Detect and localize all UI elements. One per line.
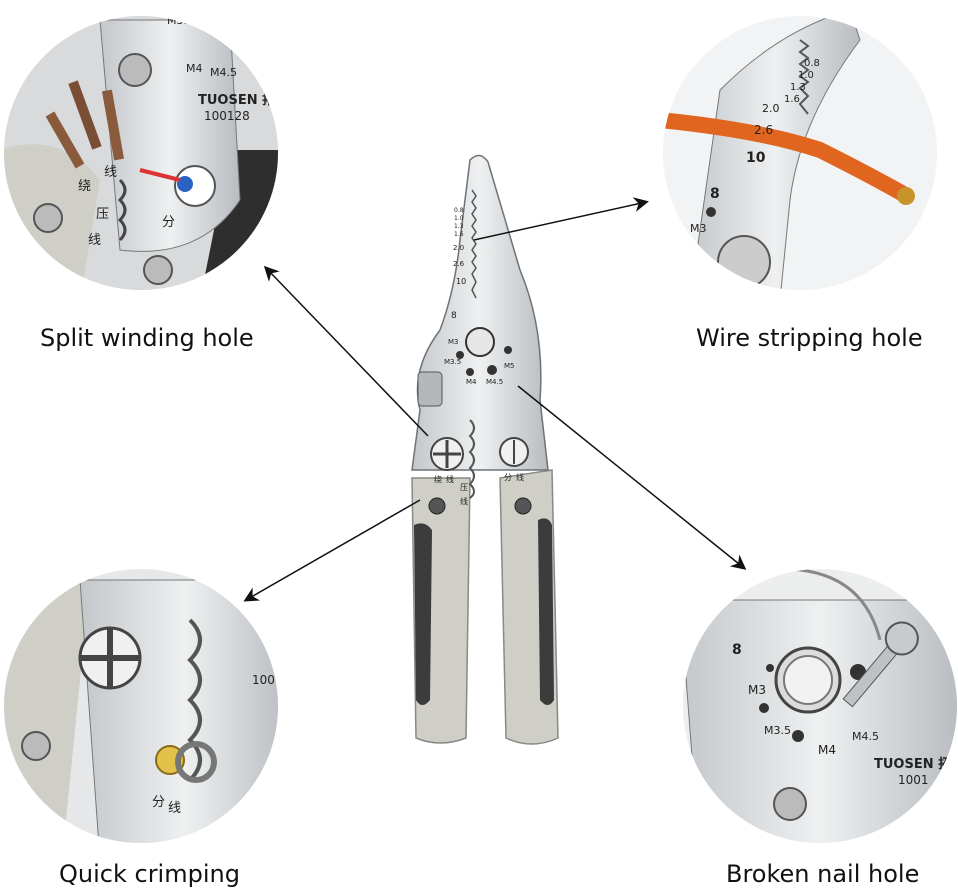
svg-text:M3: M3 (748, 683, 766, 697)
svg-text:压: 压 (460, 483, 468, 492)
handle-rivet-left (428, 497, 446, 515)
detail-split-winding: M3.5 M4 M4.5 TUOSEN 拓森 100128 绕 线 压 线 分 (4, 14, 289, 290)
svg-text:线: 线 (168, 801, 181, 816)
lock-slider (417, 371, 443, 407)
svg-text:1.6: 1.6 (784, 94, 800, 105)
svg-text:线: 线 (88, 233, 101, 248)
svg-text:M3: M3 (448, 338, 459, 346)
svg-text:8: 8 (732, 642, 742, 658)
svg-text:8: 8 (710, 186, 720, 202)
svg-text:M3.5: M3.5 (764, 724, 791, 737)
svg-text:2.0: 2.0 (762, 102, 780, 115)
svg-text:1.6: 1.6 (454, 231, 464, 238)
svg-text:M4.5: M4.5 (852, 730, 879, 743)
svg-text:线: 线 (104, 165, 117, 180)
svg-text:线: 线 (516, 472, 524, 482)
svg-text:1.0: 1.0 (454, 215, 464, 222)
svg-text:M3.5: M3.5 (444, 358, 461, 366)
stripping-teeth (471, 189, 477, 299)
svg-text:100: 100 (252, 673, 275, 687)
svg-text:8: 8 (451, 311, 457, 321)
svg-text:10: 10 (456, 277, 466, 286)
svg-text:M4: M4 (818, 743, 836, 757)
detail-broken-nail: 8 M3 M3.5 M4 M4.5 TUOSEN 拓 1001 (683, 569, 957, 843)
svg-text:M3: M3 (690, 222, 707, 235)
svg-text:绕: 绕 (78, 179, 91, 194)
svg-text:M4.5: M4.5 (486, 378, 503, 386)
svg-text:M4.5: M4.5 (210, 66, 237, 79)
arrow-wire-stripping (473, 197, 649, 241)
svg-text:线: 线 (460, 496, 468, 506)
svg-text:M3.5: M3.5 (167, 14, 194, 27)
svg-text:1.3: 1.3 (790, 82, 806, 93)
svg-text:2.6: 2.6 (453, 260, 465, 268)
svg-text:线: 线 (446, 474, 454, 484)
svg-text:0.8: 0.8 (804, 58, 820, 69)
arrow-split-winding (263, 265, 429, 437)
svg-text:10: 10 (746, 150, 766, 166)
crimp-jaws (468, 419, 475, 499)
svg-text:绕: 绕 (434, 474, 442, 484)
detail-quick-crimping: 分 线 100 (4, 569, 278, 843)
caption-split-winding: Split winding hole (40, 324, 254, 352)
svg-text:1001: 1001 (898, 773, 929, 787)
svg-text:TUOSEN 拓森: TUOSEN 拓森 (198, 92, 289, 108)
svg-text:分: 分 (152, 795, 165, 810)
svg-text:2.6: 2.6 (754, 123, 773, 137)
arrow-quick-crimping (243, 499, 421, 602)
pivot-bolt (465, 327, 495, 357)
caption-wire-stripping: Wire stripping hole (696, 324, 923, 352)
svg-text:1.3: 1.3 (454, 223, 464, 230)
pliers-head (411, 154, 549, 471)
arrow-broken-nail (517, 385, 747, 570)
svg-text:2.0: 2.0 (453, 244, 464, 252)
svg-text:M4: M4 (466, 378, 477, 386)
svg-text:分: 分 (162, 215, 175, 230)
svg-text:1.0: 1.0 (798, 70, 814, 81)
detail-wire-stripping: 0.8 1.0 1.3 1.6 2.0 2.6 10 8 M3 (663, 16, 937, 290)
svg-text:TUOSEN 拓: TUOSEN 拓 (874, 756, 951, 772)
right-handle-grip (538, 518, 554, 705)
left-handle-grip (414, 523, 432, 705)
svg-text:M5: M5 (504, 362, 515, 370)
handle-rivet-right (514, 497, 532, 515)
callout-arrows (243, 197, 747, 602)
svg-text:0.8: 0.8 (454, 207, 464, 214)
svg-text:分: 分 (504, 473, 512, 482)
wire-stripper-pliers: 0.8 1.0 1.3 1.6 2.0 2.6 10 8 M3 M3.5 M4 … (411, 154, 559, 745)
svg-text:100128: 100128 (204, 109, 250, 123)
caption-quick-crimping: Quick crimping (59, 860, 240, 888)
caption-broken-nail: Broken nail hole (726, 860, 920, 888)
svg-text:M4: M4 (186, 62, 203, 75)
svg-text:压: 压 (96, 207, 109, 222)
